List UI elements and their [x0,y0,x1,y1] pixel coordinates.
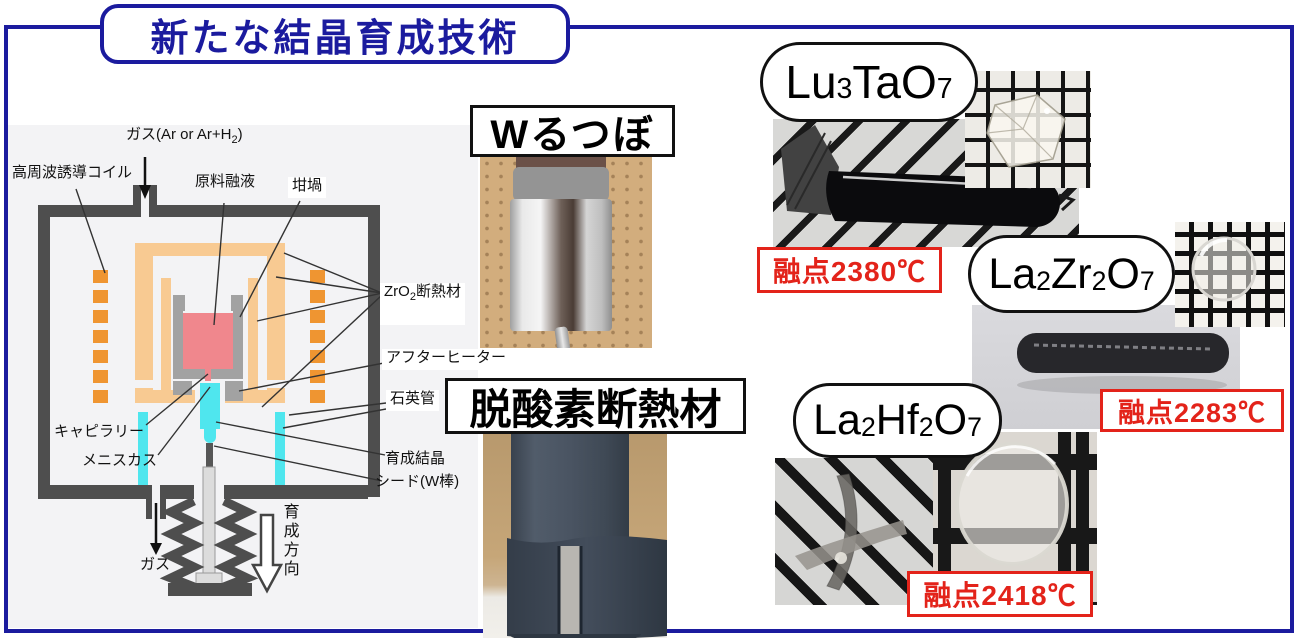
capillary-channel [205,369,211,381]
lu3tao7-chip-photo [965,71,1091,188]
title-box: 新たな結晶育成技術 [100,4,570,64]
label-grown-crystal: 育成結晶 [385,450,446,467]
gas-inlet-arrow [139,157,151,199]
w-crucible-illustration [510,157,612,348]
page-title: 新たな結晶育成技術 [150,17,520,60]
label-meniscus: メニスカス [82,452,158,469]
la2zr2o7-disk-photo [1175,222,1285,327]
la2zr2o7-melting-point: 融点2283℃ [1100,389,1284,432]
label-gas-inlet: ガス(Ar or Ar+H2) [126,126,243,146]
label-crucible: 坩堝 [288,177,327,198]
label-zro2-insulation: ZrO2断熱材 [380,283,465,326]
crucible-shape [173,295,243,401]
seed-and-pull-rod [195,443,223,586]
induction-coil-left [93,270,108,403]
melt-shape [183,313,233,369]
growth-direction-arrow [250,513,284,594]
bellows-base [168,583,252,596]
w-crucible-label-box: Wるつぼ [470,105,675,157]
label-growth-direction: 育成方向 [280,503,298,579]
la2zr2o7-clear-disk [1191,236,1257,302]
label-melt: 原料融液 [195,173,256,190]
furnace-diagram-panel: ガス(Ar or Ar+H2) 高周波誘導コイル 原料融液 坩堝 ZrO2断熱材… [8,125,511,628]
lu3tao7-melting-point: 融点2380℃ [757,247,942,293]
la2hf2o7-crystal-shards [795,473,907,591]
la2hf2o7-shard-photo [775,458,933,605]
deox-insulation-label-box: 脱酸素断熱材 [445,378,746,434]
label-induction-coil: 高周波誘導コイル [12,164,133,181]
label-gas-outlet: ガス [140,556,171,573]
induction-coil-right [310,270,325,403]
la2hf2o7-clear-disk [955,442,1069,566]
w-crucible-photo [480,157,652,348]
label-capillary: キャピラリー [54,423,145,440]
la2hf2o7-melting-point: 融点2418℃ [907,571,1093,617]
gas-outlet-arrow [150,503,162,555]
label-seed: シード(W棒) [375,473,460,490]
deox-insulation-illustration [507,434,667,638]
leader-lines [75,188,387,482]
deox-insulation-photo [483,434,667,638]
label-quartz-tube: 石英管 [386,390,440,411]
label-afterheater: アフターヒーター [382,349,511,370]
furnace-wall [38,185,380,519]
furnace-diagram [38,157,387,596]
bellows [159,496,259,592]
lu3tao7-clear-crystal [986,94,1066,168]
